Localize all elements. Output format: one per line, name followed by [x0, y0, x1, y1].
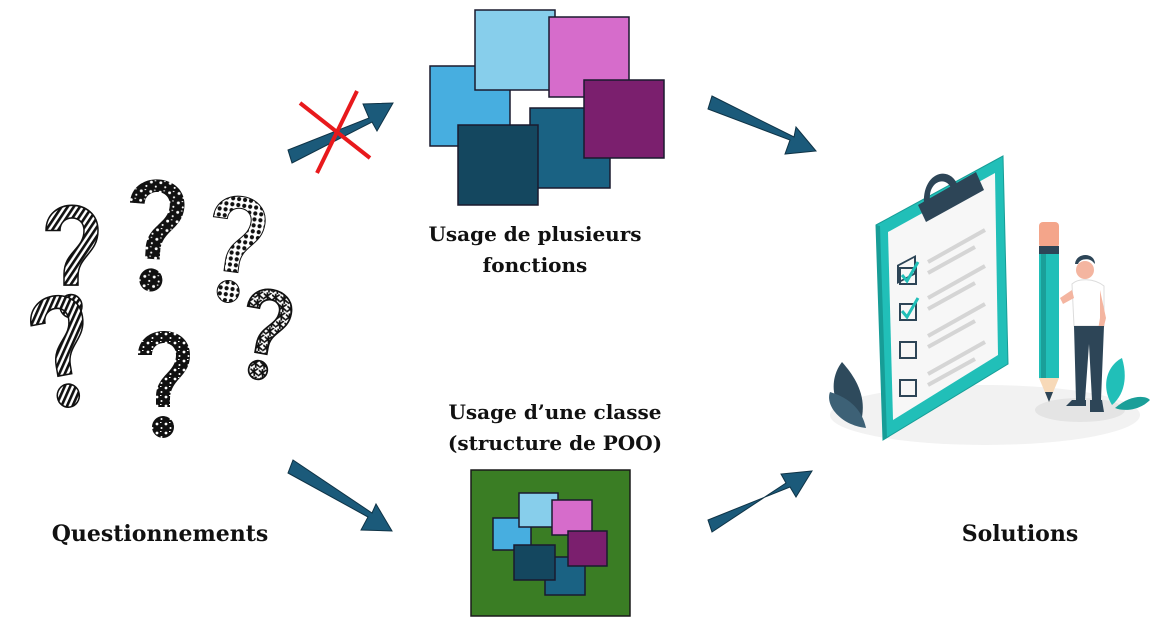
functions-label-line2: fonctions — [482, 253, 588, 277]
square-purple — [583, 79, 665, 159]
functions-label: Usage de plusieurs fonctions — [405, 219, 665, 281]
mini-square-orchid — [551, 499, 593, 536]
class-label-line2: (structure de POO) — [447, 431, 663, 455]
question-mark-grunge-top — [123, 177, 187, 294]
clip-icon — [918, 172, 984, 222]
mini-square-purple — [567, 530, 608, 567]
mini-square-dark-teal — [513, 544, 556, 581]
arrow-class-to-solutions — [707, 470, 813, 533]
functions-label-line1: Usage de plusieurs — [428, 222, 642, 246]
plant-right-icon — [1106, 358, 1150, 410]
class-label: Usage d’une classe (structure de POO) — [425, 397, 685, 459]
clipboard-checklist-illustration — [829, 155, 1150, 445]
arrow-to-class — [287, 459, 393, 532]
plant-left-icon — [829, 362, 866, 428]
question-mark-dotted — [201, 192, 269, 307]
question-mark-hatched-bottom — [26, 290, 98, 413]
person-icon — [1060, 255, 1106, 412]
square-dark-teal — [457, 124, 539, 206]
class-label-line1: Usage d’une classe — [448, 400, 662, 424]
check-icon — [900, 297, 920, 320]
pencil-icon — [1039, 222, 1059, 402]
question-mark-grunge-bottom — [138, 331, 190, 438]
arrow-functions-to-solutions — [707, 95, 817, 155]
question-marks-cluster — [26, 177, 296, 438]
questions-label: Questionnements — [51, 521, 269, 547]
class-panel — [470, 469, 631, 617]
functions-squares-cluster — [429, 9, 665, 206]
check-icon — [900, 261, 920, 284]
red-cross-icon — [298, 90, 372, 174]
solutions-label: Solutions — [961, 521, 1079, 547]
checklist-items — [897, 228, 986, 397]
square-light-blue — [474, 9, 556, 91]
question-mark-web — [234, 285, 296, 385]
